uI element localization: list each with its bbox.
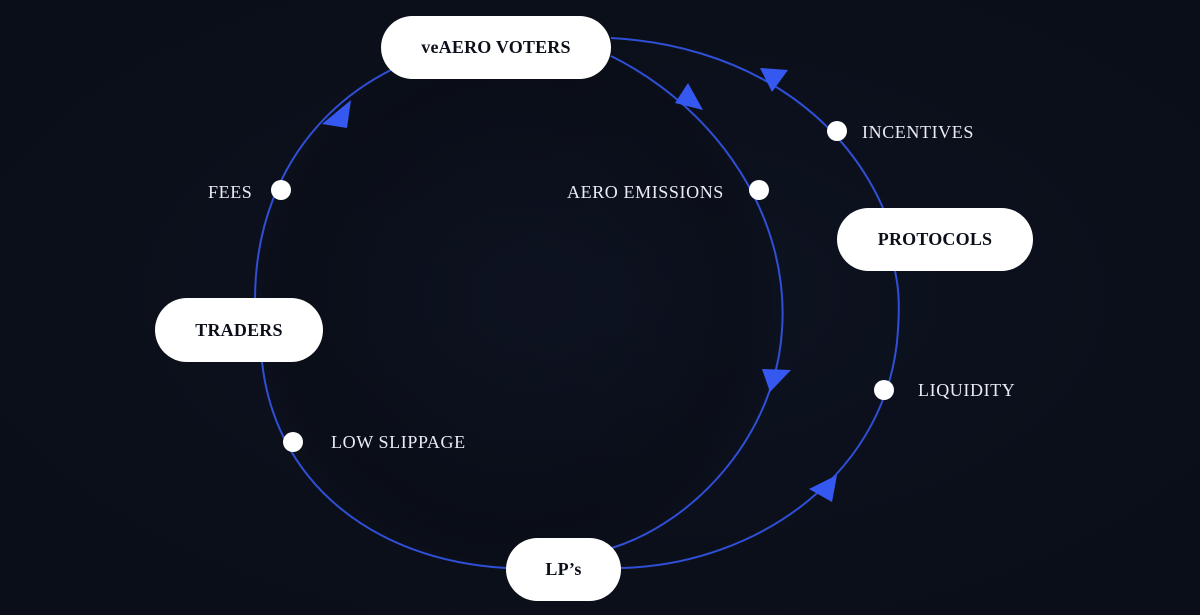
flow-label-aero-emissions: AERO EMISSIONS [567, 182, 724, 202]
node-protocols: PROTOCOLS [837, 208, 1033, 271]
arrow-emissions-top [675, 83, 703, 110]
flow-label-liquidity: LIQUIDITY [918, 380, 1016, 400]
flow-label-low-slippage: LOW SLIPPAGE [331, 432, 466, 452]
dot-slippage [283, 432, 303, 452]
node-traders: TRADERS [155, 298, 323, 362]
node-veaero-voters: veAERO VOTERS [381, 16, 611, 79]
flow-path-emissions [610, 55, 784, 549]
arrow-incentives [760, 68, 788, 92]
arrow-emissions-bottom [762, 369, 791, 392]
flow-label-incentives: INCENTIVES [862, 122, 974, 142]
flow-label-fees: FEES [208, 182, 253, 202]
node-protocols-label: PROTOCOLS [877, 229, 993, 249]
dot-fees [271, 180, 291, 200]
dot-liquidity [874, 380, 894, 400]
arrow-liquidity [809, 475, 837, 502]
node-lps: LP’s [506, 538, 621, 601]
arrow-traders-to-voters [322, 100, 351, 128]
dot-emissions [749, 180, 769, 200]
node-veaero-voters-label: veAERO VOTERS [421, 37, 571, 57]
node-lps-label: LP’s [545, 559, 582, 579]
node-traders-label: TRADERS [195, 319, 283, 340]
flow-path-outer [610, 37, 900, 569]
dot-incentives [827, 121, 847, 141]
ring-glow [255, 30, 785, 570]
